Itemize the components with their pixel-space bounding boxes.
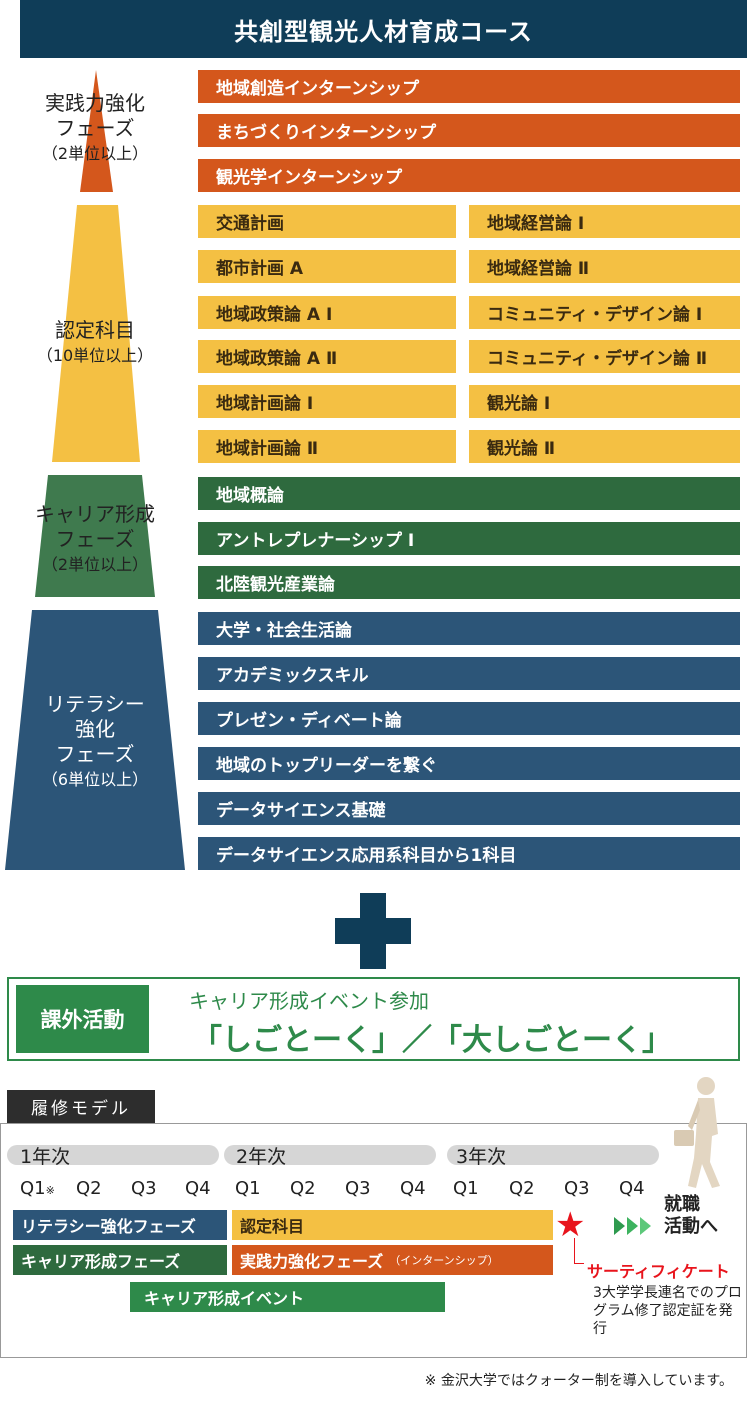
pyramid-certified [52,205,140,462]
course-item: 地域のトップリーダーを繋ぐ [198,747,740,780]
course-item: まちづくりインターンシップ [198,114,740,147]
certificate-title: サーティフィケート [587,1262,730,1281]
year-bar [447,1145,659,1165]
course-item: 大学・社会生活論 [198,612,740,645]
walking-businessman-icon [674,1077,720,1188]
course-item: 地域計画論 Ⅰ [198,385,456,418]
extracurricular-box: 課外活動 キャリア形成イベント参加 「しごとーく」／「大しごとーく」 [7,977,740,1061]
course-item: コミュニティ・デザイン論 Ⅱ [469,340,740,373]
quarter-label: Q2 [509,1178,535,1199]
course-item: 地域計画論 Ⅱ [198,430,456,463]
pyramid-literacy [5,610,185,870]
year-bar [7,1145,219,1165]
course-item: 地域政策論 A Ⅰ [198,296,456,329]
quarter-label: Q4 [185,1178,211,1199]
timeline-literacy: リテラシー強化フェーズ [13,1210,227,1240]
quarter-label: Q4 [400,1178,426,1199]
course-item: 地域概論 [198,477,740,510]
footnote: ※ 金沢大学ではクォーター制を導入しています。 [424,1373,733,1389]
course-item: 観光論 Ⅰ [469,385,740,418]
course-item: データサイエンス応用系科目から1科目 [198,837,740,870]
timeline-career: キャリア形成フェーズ [13,1245,227,1275]
course-item: 観光学インターンシップ [198,159,740,192]
course-title: 共創型観光人材育成コース [20,0,747,58]
timeline-event: キャリア形成イベント [130,1282,445,1312]
course-item: 交通計画 [198,205,456,238]
course-item: 地域政策論 A Ⅱ [198,340,456,373]
quarter-label: Q4 [619,1178,645,1199]
course-item: 観光論 Ⅱ [469,430,740,463]
timeline-practical: 実践力強化フェーズ（インターンシップ） [232,1245,553,1275]
course-item: データサイエンス基礎 [198,792,740,825]
extracurricular-event: キャリア形成イベント参加 [189,989,429,1013]
course-item: 北陸観光産業論 [198,566,740,599]
quarter-label: Q1※ [20,1178,55,1199]
course-item: プレゼン・ディベート論 [198,702,740,735]
course-item: コミュニティ・デザイン論 Ⅰ [469,296,740,329]
pyramid-career [35,475,155,597]
course-item: 都市計画 A [198,250,456,283]
year-bar [224,1145,436,1165]
star-icon: ★ [555,1205,586,1245]
year-label: 1年次 [20,1146,71,1168]
course-item: 地域創造インターンシップ [198,70,740,103]
quarter-label: Q2 [290,1178,316,1199]
year-label: 2年次 [236,1146,287,1168]
extracurricular-event-names: 「しごとーく」／「大しごとーく」 [192,1023,672,1058]
quarter-label: Q2 [76,1178,102,1199]
year-label: 3年次 [456,1146,507,1168]
quarter-label: Q3 [131,1178,157,1199]
pyramid-practical [80,70,113,192]
quarter-label: Q3 [345,1178,371,1199]
phase-label-practical: 実践力強化 フェーズ （2単位以上） [41,91,149,163]
quarter-label: Q3 [564,1178,590,1199]
timeline-certified: 認定科目 [232,1210,553,1240]
course-item: アントレプレナーシップ Ⅰ [198,522,740,555]
phase-pyramid [5,70,185,870]
forward-arrows-icon [614,1217,651,1235]
phase-label-career: キャリア形成 フェーズ （2単位以上） [35,502,155,574]
model-tag: 履修モデル [7,1090,155,1123]
course-item: アカデミックスキル [198,657,740,690]
job-hunting-label: 就職 活動へ [664,1194,718,1237]
course-item: 地域経営論 Ⅰ [469,205,740,238]
quarter-label: Q1 [453,1178,479,1199]
quarter-label: Q1 [235,1178,261,1199]
certificate-description: 3大学学長連名でのプログラム修了認定証を発行 [593,1285,742,1337]
course-item: 地域経営論 Ⅱ [469,250,740,283]
certificate-connector [574,1238,584,1264]
extracurricular-tag: 課外活動 [16,985,149,1053]
phase-label-certified: 認定科目 （10単位以上） [36,318,154,365]
phase-label-literacy: リテラシー 強化 フェーズ （6単位以上） [41,692,149,789]
